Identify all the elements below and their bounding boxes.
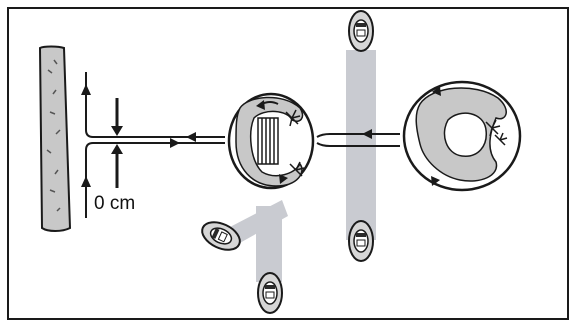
- island-bench: [227, 92, 315, 190]
- guide-wire: [85, 72, 400, 218]
- park-bench-icon: [257, 117, 279, 165]
- palm-plant-icon: [285, 109, 305, 177]
- palm-plant-icon: [485, 119, 508, 146]
- island-rock-garden: [402, 80, 522, 192]
- direction-arrow-icon: [81, 84, 372, 187]
- mower-beams: [228, 50, 376, 282]
- robotic-mower-top: [348, 10, 374, 52]
- pond: [443, 112, 487, 157]
- robotic-mower-bottom-right: [257, 272, 283, 314]
- robotic-mower-bottom-left: [201, 221, 241, 251]
- robotic-mower-bottom-center: [348, 220, 374, 262]
- distance-label: 0 cm: [94, 193, 135, 214]
- wall-icon: [38, 45, 72, 232]
- distance-marker: [111, 98, 123, 188]
- beam-bottom: [256, 206, 282, 282]
